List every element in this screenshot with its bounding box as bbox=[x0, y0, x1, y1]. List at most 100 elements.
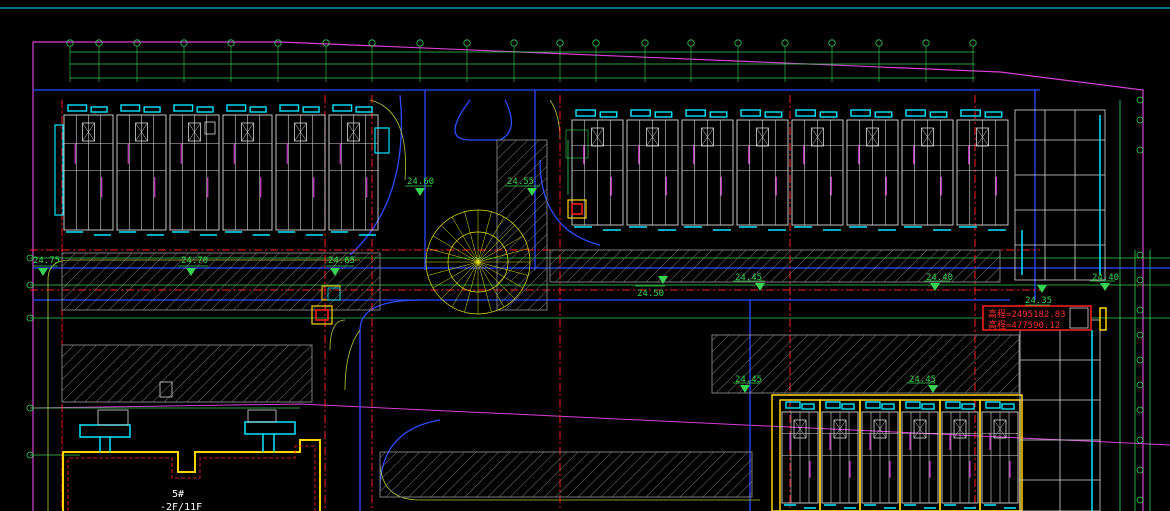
axis-bubble bbox=[1136, 251, 1144, 259]
building-5-inner bbox=[67, 445, 316, 511]
svg-text:24.75: 24.75 bbox=[33, 256, 60, 266]
axis-bubble bbox=[1136, 406, 1144, 414]
axis-bubble bbox=[641, 39, 649, 82]
axis-bubble bbox=[687, 39, 695, 82]
axis-bubble bbox=[1136, 466, 1144, 474]
building-unit bbox=[681, 109, 734, 231]
building-5-walls bbox=[97, 409, 277, 426]
elevation-mark-e11: 24.45 bbox=[907, 375, 938, 393]
hatched-areas bbox=[61, 139, 1020, 498]
elevation-mark-e9: 24.35 bbox=[1025, 285, 1052, 306]
svg-text:24.65: 24.65 bbox=[328, 256, 355, 266]
axis-bubble bbox=[734, 39, 742, 82]
coordinate-leader-box bbox=[1099, 307, 1107, 331]
hatch-area-2 bbox=[61, 344, 313, 403]
residential-building-bottom-right bbox=[771, 394, 1023, 511]
axis-bubble bbox=[969, 39, 977, 82]
elevation-mark-e5: 24.65 bbox=[326, 256, 355, 276]
building-5-floors: -2F/11F bbox=[160, 502, 202, 511]
axis-bubble bbox=[1136, 306, 1144, 314]
elevation-mark-e6: 24.50 bbox=[635, 276, 668, 299]
building-unit bbox=[169, 104, 220, 236]
building-unit bbox=[859, 399, 901, 511]
axis-bubble bbox=[1136, 496, 1144, 504]
building-unit bbox=[328, 104, 379, 236]
commercial-block-right-windows bbox=[1021, 115, 1101, 511]
svg-text:24.60: 24.60 bbox=[407, 177, 434, 187]
residential-building-top-left bbox=[54, 104, 390, 236]
building-unit bbox=[846, 109, 899, 231]
building-5-number: 5# bbox=[172, 489, 184, 500]
transformer-symbol-right bbox=[565, 129, 589, 219]
axis-bubble bbox=[1136, 116, 1144, 124]
elevation-markers: 24.60 24.55 24.75 24.70 24.65 24.50 bbox=[33, 177, 1119, 393]
coordinate-northing: 高程=2495182.83 bbox=[988, 308, 1066, 320]
axis-bubble bbox=[510, 39, 518, 82]
right-axis-chain bbox=[1119, 100, 1151, 511]
building-unit bbox=[819, 399, 861, 511]
axis-bubble bbox=[322, 39, 330, 82]
circular-plaza bbox=[425, 209, 531, 315]
hatch-area-4 bbox=[549, 249, 1001, 283]
building-unit bbox=[626, 109, 679, 231]
axis-bubble bbox=[556, 39, 564, 82]
axis-bubble bbox=[227, 39, 235, 82]
elevation-mark-e7: 24.45 bbox=[733, 273, 765, 291]
svg-text:24.40: 24.40 bbox=[1092, 273, 1119, 283]
elevation-mark-e2: 24.55 bbox=[505, 177, 540, 196]
site-boundary bbox=[33, 41, 1144, 511]
building-unit bbox=[116, 104, 167, 236]
svg-text:24.70: 24.70 bbox=[181, 256, 208, 266]
building-unit bbox=[979, 399, 1021, 511]
building-unit bbox=[736, 109, 789, 231]
elevation-mark-e8: 24.40 bbox=[924, 273, 953, 291]
svg-text:24.45: 24.45 bbox=[735, 375, 762, 385]
building-unit bbox=[571, 109, 624, 231]
svg-text:24.35: 24.35 bbox=[1025, 296, 1052, 306]
hatch-area-5 bbox=[711, 334, 1020, 394]
axis-bubble bbox=[922, 39, 930, 82]
building-unit bbox=[939, 399, 981, 511]
axis-bubble bbox=[368, 39, 376, 82]
axis-bubble bbox=[463, 39, 471, 82]
elevation-mark-e12: 24.40 bbox=[1090, 273, 1119, 291]
axis-bubble bbox=[1136, 96, 1144, 104]
site-boundary-inner bbox=[32, 403, 1170, 446]
hatch-area-3 bbox=[496, 139, 548, 311]
building-5-outline bbox=[62, 439, 321, 511]
building-unit bbox=[63, 104, 114, 236]
svg-text:24.55: 24.55 bbox=[507, 177, 534, 187]
building-5: 5# -2F/11F bbox=[62, 409, 321, 511]
building-5-balconies bbox=[79, 421, 296, 452]
building-unit bbox=[791, 109, 844, 231]
axis-bubble bbox=[1136, 356, 1144, 364]
top-axis-chain bbox=[70, 51, 975, 79]
elevation-mark-e1: 24.60 bbox=[405, 177, 434, 196]
small-marker-symbol bbox=[159, 121, 216, 398]
axis-bubble bbox=[95, 39, 103, 82]
building-unit bbox=[901, 109, 954, 231]
axis-bubble bbox=[133, 39, 141, 82]
axis-bubble bbox=[875, 39, 883, 82]
building-unit bbox=[899, 399, 941, 511]
svg-text:24.50: 24.50 bbox=[637, 289, 664, 299]
elevation-mark-e4: 24.70 bbox=[178, 256, 208, 276]
building-unit bbox=[779, 399, 821, 511]
building-unit bbox=[222, 104, 273, 236]
building-unit bbox=[956, 109, 1009, 231]
axis-bubble bbox=[66, 39, 74, 82]
building-unit bbox=[275, 104, 326, 236]
axis-bubble bbox=[1136, 276, 1144, 284]
axis-bubble bbox=[274, 39, 282, 82]
elevation-mark-e3: 24.75 bbox=[33, 256, 60, 276]
residential-building-top-right bbox=[571, 109, 1009, 231]
transformer-symbol-left bbox=[311, 285, 341, 325]
svg-text:24.45: 24.45 bbox=[909, 375, 936, 385]
axis-bubble bbox=[828, 39, 836, 82]
axis-bubble bbox=[180, 39, 188, 82]
axis-bubble bbox=[416, 39, 424, 82]
axis-bubble bbox=[1136, 331, 1144, 339]
elevation-mark-e10: 24.45 bbox=[733, 375, 762, 393]
hatch-area-6 bbox=[379, 451, 753, 498]
